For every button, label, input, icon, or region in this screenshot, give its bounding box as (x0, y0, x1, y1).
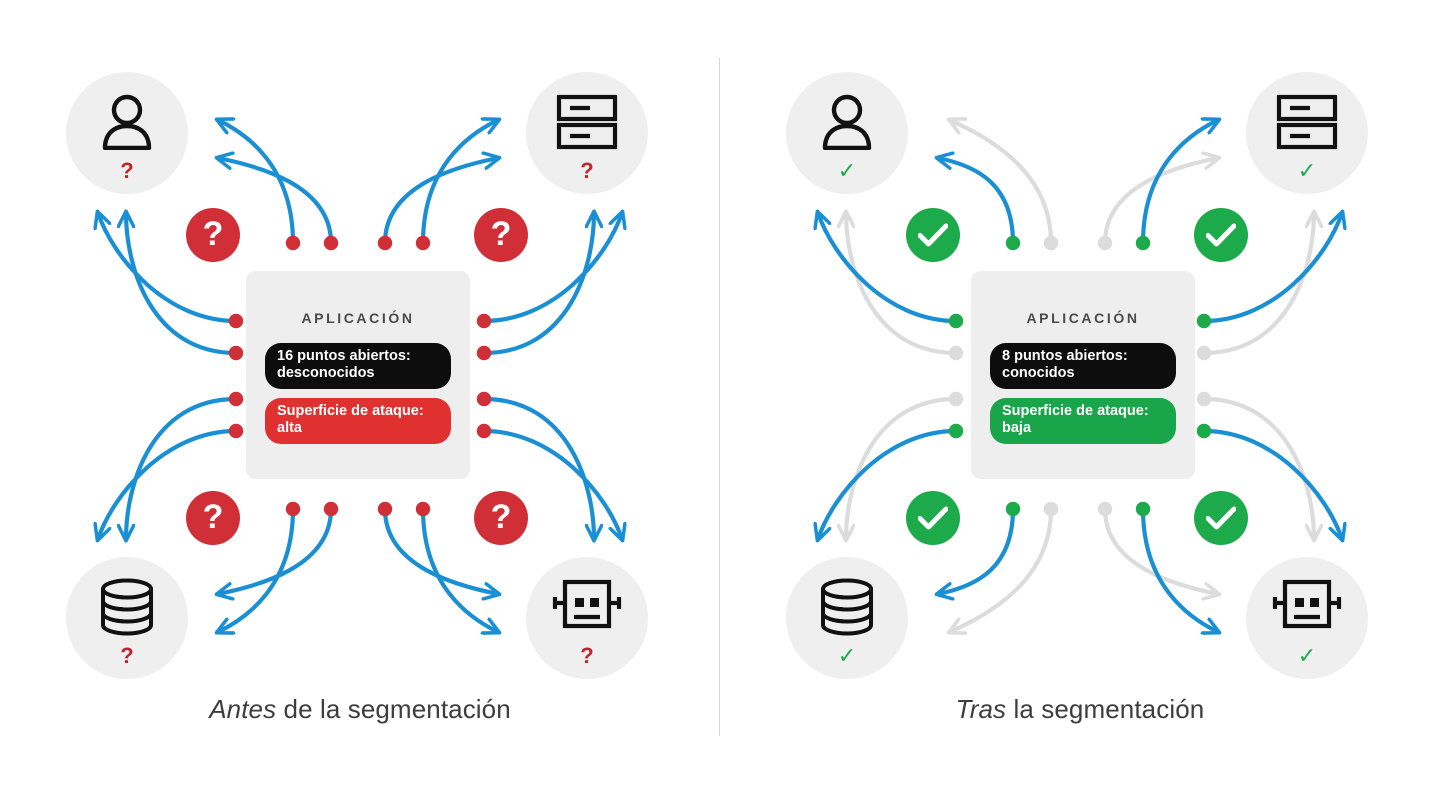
open-points-line1: 16 puntos abiertos: (277, 348, 411, 364)
node-bot-after[interactable]: ✓ (1246, 557, 1368, 679)
attack-surface-pill-before: Superficie de ataque: alta (265, 398, 451, 444)
node-mark: ✓ (1297, 158, 1317, 183)
server-rack-icon (1246, 90, 1368, 154)
node-mark: ✓ (837, 643, 857, 668)
node-mark: ? (120, 158, 134, 183)
robot-icon (1246, 575, 1368, 639)
badge-symbol: ? (202, 215, 224, 253)
attack-surface-line1: Superficie de ataque: (1002, 403, 1149, 419)
attack-surface-line2: baja (1002, 420, 1032, 436)
panel-before: ? ? ? ? ? ? ? (0, 0, 720, 810)
caption-rest: de la segmentación (276, 694, 511, 724)
check-icon (1206, 223, 1236, 247)
panel-divider (719, 58, 720, 736)
app-title: APLICACIÓN (1026, 310, 1140, 326)
database-icon (786, 575, 908, 639)
database-icon (66, 575, 188, 639)
connections-before (0, 0, 720, 810)
node-database-before[interactable]: ? (66, 557, 188, 679)
node-bot-before[interactable]: ? (526, 557, 648, 679)
application-box-before: APLICACIÓN 16 puntos abiertos: desconoci… (246, 271, 470, 479)
badge-check-bottom-left-after (906, 491, 960, 545)
badge-question-top-left-before: ? (186, 208, 240, 262)
check-icon (918, 223, 948, 247)
open-points-line2: desconocidos (277, 365, 375, 381)
badge-question-top-right-before: ? (474, 208, 528, 262)
user-icon (66, 90, 188, 154)
badge-check-top-left-after (906, 208, 960, 262)
panel-after: ✓ ✓ ✓ ✓ (720, 0, 1440, 810)
caption-rest: la segmentación (1006, 694, 1205, 724)
node-user-after[interactable]: ✓ (786, 72, 908, 194)
caption-after: Tras la segmentación (720, 694, 1440, 725)
attack-surface-line1: Superficie de ataque: (277, 403, 424, 419)
badge-symbol: ? (202, 498, 224, 536)
server-rack-icon (526, 90, 648, 154)
badge-symbol: ? (490, 498, 512, 536)
app-title: APLICACIÓN (301, 310, 415, 326)
node-mark: ? (580, 158, 594, 183)
check-icon (1206, 506, 1236, 530)
node-database-after[interactable]: ✓ (786, 557, 908, 679)
attack-surface-line2: alta (277, 420, 302, 436)
check-icon (918, 506, 948, 530)
open-points-pill-before: 16 puntos abiertos: desconocidos (265, 343, 451, 389)
open-points-line2: conocidos (1002, 365, 1075, 381)
node-server-before[interactable]: ? (526, 72, 648, 194)
node-mark: ✓ (1297, 643, 1317, 668)
connections-after (720, 0, 1440, 810)
endpoint-dots-after (948, 235, 1212, 517)
application-box-after: APLICACIÓN 8 puntos abiertos: conocidos … (971, 271, 1195, 479)
badge-check-top-right-after (1194, 208, 1248, 262)
node-mark: ? (120, 643, 134, 668)
caption-emphasis: Antes (209, 694, 277, 724)
caption-before: Antes de la segmentación (0, 694, 720, 725)
user-icon (786, 90, 908, 154)
badge-question-bottom-right-before: ? (474, 491, 528, 545)
endpoint-dots-before (228, 235, 492, 517)
node-user-before[interactable]: ? (66, 72, 188, 194)
badge-check-bottom-right-after (1194, 491, 1248, 545)
caption-emphasis: Tras (955, 694, 1007, 724)
attack-surface-pill-after: Superficie de ataque: baja (990, 398, 1176, 444)
node-mark: ✓ (837, 158, 857, 183)
node-server-after[interactable]: ✓ (1246, 72, 1368, 194)
badge-question-bottom-left-before: ? (186, 491, 240, 545)
open-points-pill-after: 8 puntos abiertos: conocidos (990, 343, 1176, 389)
open-points-line1: 8 puntos abiertos: (1002, 348, 1128, 364)
node-mark: ? (580, 643, 594, 668)
robot-icon (526, 575, 648, 639)
badge-symbol: ? (490, 215, 512, 253)
